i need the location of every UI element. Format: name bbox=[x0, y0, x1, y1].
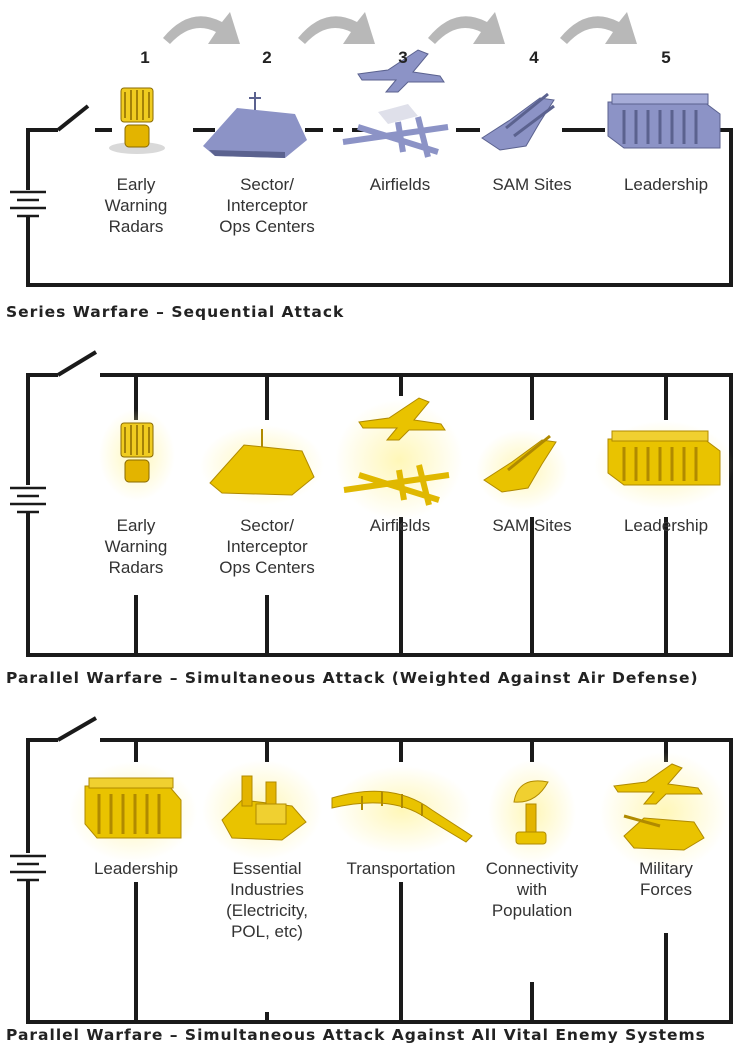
step-number: 2 bbox=[262, 48, 272, 67]
leadership-icon bbox=[594, 421, 734, 509]
node-label: SAM Sites bbox=[492, 175, 572, 194]
panel-caption: Parallel Warfare – Simultaneous Attack A… bbox=[6, 1026, 706, 1044]
parallel-circuit-all-systems bbox=[26, 716, 733, 1024]
military-forces-icon bbox=[600, 752, 728, 872]
step-number: 3 bbox=[398, 48, 408, 67]
node-label: Essential Industries (Electricity, POL, … bbox=[226, 859, 308, 941]
sam-site-icon bbox=[481, 92, 555, 151]
satellite-dish-icon bbox=[488, 760, 576, 864]
curved-arrow-icon bbox=[428, 12, 505, 44]
node-label: Sector/ Interceptor Ops Centers bbox=[219, 516, 315, 577]
node-label: Sector/ Interceptor Ops Centers bbox=[219, 175, 315, 236]
node-label: Leadership bbox=[623, 516, 709, 535]
node-label: Early Warning Radars bbox=[104, 175, 168, 236]
curved-arrow-icon bbox=[560, 12, 637, 44]
node-label: Military Forces bbox=[639, 859, 693, 899]
ops-center-icon bbox=[203, 92, 307, 158]
airfield-icon bbox=[335, 397, 463, 520]
airfield-icon bbox=[342, 49, 449, 158]
node-label: Leadership bbox=[623, 175, 709, 194]
ops-center-icon bbox=[200, 425, 324, 505]
transportation-icon bbox=[331, 766, 473, 854]
sam-site-icon bbox=[476, 430, 568, 510]
leadership-icon bbox=[607, 93, 721, 149]
node-label: Connectivity with Population bbox=[485, 859, 579, 920]
node-label: Airfields bbox=[369, 516, 431, 535]
curved-arrow-icon bbox=[163, 12, 240, 44]
step-number: 1 bbox=[140, 48, 150, 67]
sequence-arrows bbox=[163, 12, 637, 44]
radar-icon bbox=[99, 409, 175, 501]
step-number: 5 bbox=[661, 48, 671, 67]
industry-icon bbox=[202, 760, 322, 860]
battery-icon bbox=[10, 190, 46, 218]
radar-icon bbox=[109, 87, 165, 154]
leadership-icon bbox=[69, 762, 197, 862]
step-number: 4 bbox=[529, 48, 539, 67]
panel-caption: Parallel Warfare – Simultaneous Attack (… bbox=[6, 669, 699, 687]
battery-icon bbox=[10, 854, 46, 882]
node-label: Transportation bbox=[346, 859, 456, 878]
node-label: Leadership bbox=[93, 859, 179, 878]
node-label: Airfields bbox=[369, 175, 431, 194]
node-label: Early Warning Radars bbox=[104, 516, 168, 577]
battery-icon bbox=[10, 486, 46, 514]
parallel-circuit-air-defense bbox=[26, 350, 733, 657]
curved-arrow-icon bbox=[298, 12, 375, 44]
panel-caption: Series Warfare – Sequential Attack bbox=[6, 303, 345, 321]
node-label: SAM Sites bbox=[492, 516, 572, 535]
